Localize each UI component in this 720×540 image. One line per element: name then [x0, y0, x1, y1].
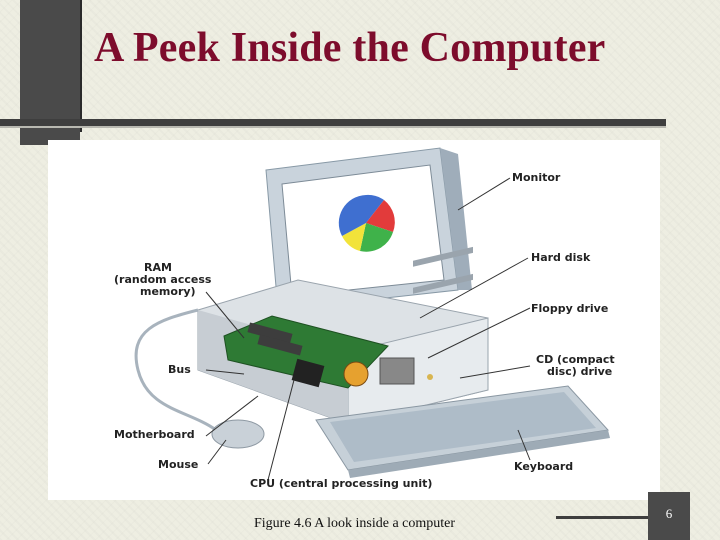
label-cd-line2: disc) drive [547, 365, 612, 378]
label-ram-line2: (random access [114, 273, 212, 286]
slide-title: A Peek Inside the Computer [94, 25, 606, 71]
label-bus: Bus [168, 363, 191, 376]
label-motherboard: Motherboard [114, 428, 195, 441]
title-rule-shadow [0, 126, 666, 128]
label-cd-line1: CD (compact [536, 353, 615, 366]
title-rule [0, 119, 666, 126]
label-mouse: Mouse [158, 458, 198, 471]
footer-rule [556, 516, 648, 519]
motherboard-drawing [223, 315, 415, 389]
decorative-left-bar-edge [80, 0, 82, 132]
computer-illustration: Monitor Hard disk Floppy drive CD (compa… [48, 140, 660, 500]
figure-labels: Monitor Hard disk Floppy drive CD (compa… [114, 171, 615, 490]
label-cpu: CPU (central processing unit) [250, 477, 432, 490]
label-floppy-drive: Floppy drive [531, 302, 608, 315]
label-hard-disk: Hard disk [531, 251, 591, 264]
figure-caption: Figure 4.6 A look inside a computer [254, 516, 456, 531]
label-ram-line3: memory) [140, 285, 196, 298]
label-monitor: Monitor [512, 171, 561, 184]
slide-number-box [648, 492, 690, 540]
label-ram-line1: RAM [144, 261, 172, 274]
screen-pie-icon [338, 194, 395, 252]
label-keyboard: Keyboard [514, 460, 573, 473]
keyboard-drawing [315, 385, 610, 478]
slide-number: 6 [665, 506, 673, 521]
leader-lines [205, 177, 531, 481]
